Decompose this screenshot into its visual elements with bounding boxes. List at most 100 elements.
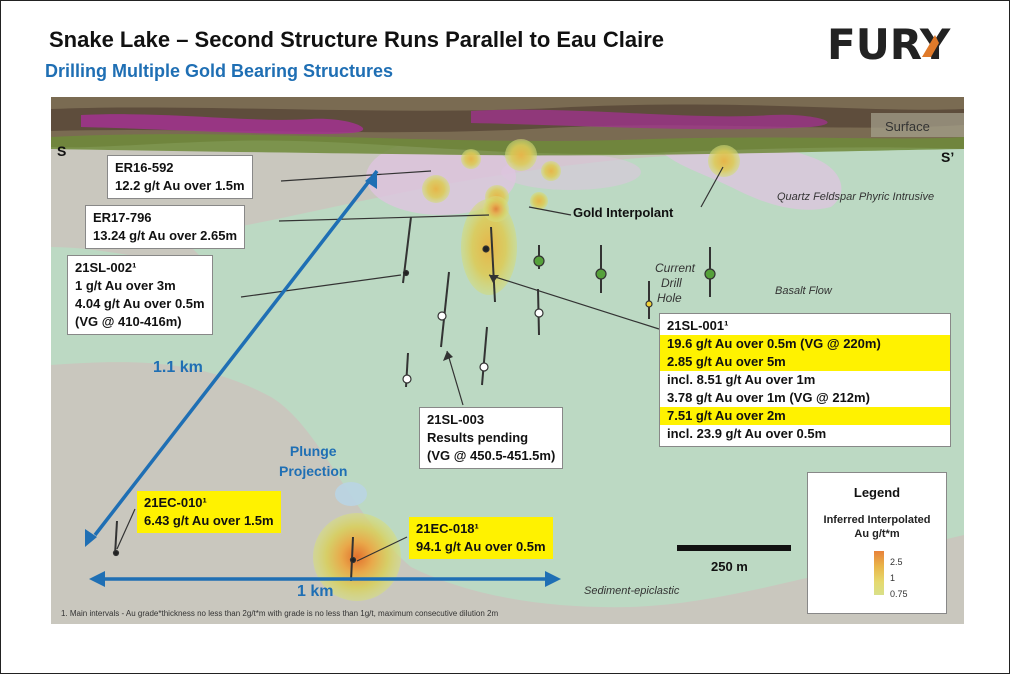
callout-line: 4.04 g/t Au over 0.5m	[75, 296, 205, 311]
callout-er16-592: ER16-592 12.2 g/t Au over 1.5m	[107, 155, 253, 199]
legend-title: Legend	[853, 485, 901, 500]
leader-ec018	[356, 536, 408, 562]
callout-line: 3.78 g/t Au over 1m (VG @ 212m)	[667, 390, 870, 405]
callout-line: 6.43 g/t Au over 1.5m	[144, 513, 274, 528]
horizontal-arrow-right	[545, 571, 561, 587]
leader-qfp	[700, 166, 724, 208]
scale-bar-250m	[677, 545, 791, 551]
diagonal-scale-label: 1.1 km	[153, 359, 203, 376]
surface-label-box	[871, 113, 964, 137]
legend: Legend Inferred Interpolated Au g/t*m 2.…	[807, 472, 947, 614]
callout-line: 1 g/t Au over 3m	[75, 278, 176, 293]
hole-marker-black	[402, 269, 410, 277]
gold-blob-main	[461, 199, 517, 295]
callout-line: 12.2 g/t Au over 1.5m	[115, 178, 245, 193]
current-drill-hole-label-line: Current	[655, 261, 696, 275]
plunge-label-line: Projection	[279, 463, 348, 479]
legend-tick-label: 0.75	[890, 589, 908, 599]
footnote: 1. Main intervals - Au grade*thickness n…	[61, 609, 499, 618]
legend-subtitle-line: Au g/t*m	[854, 528, 900, 540]
callout-line: (VG @ 450.5-451.5m)	[427, 448, 556, 463]
surface-label: Surface	[885, 119, 930, 134]
current-drill-hole-label-line: Drill	[661, 276, 682, 290]
hole-marker-white	[479, 362, 489, 372]
plunge-projection-label: Plunge Projection	[279, 441, 347, 481]
callout-21ec-010: 21EC-010¹ 6.43 g/t Au over 1.5m	[137, 491, 281, 533]
callout-hole-id: ER16-592	[115, 160, 174, 175]
callout-hole-id: 21SL-002¹	[75, 260, 137, 275]
fury-logo-mark: FURY	[827, 20, 951, 69]
drill-hole	[481, 326, 488, 386]
callout-line-highlighted: 2.85 g/t Au over 5m	[660, 353, 950, 371]
callout-21sl-001: 21SL-001¹ 19.6 g/t Au over 0.5m (VG @ 22…	[659, 313, 951, 447]
plunge-label-line: Plunge	[289, 443, 337, 459]
leader-ec010	[116, 508, 136, 550]
logo-accent-shape	[922, 35, 939, 57]
sediment-label: Sediment-epiclastic	[584, 585, 680, 597]
hole-marker-black	[112, 549, 120, 557]
basalt-flow-label: Basalt Flow	[775, 285, 832, 297]
cross-section: Surface S S’ Quartz Feldspar Phyric Intr…	[51, 97, 964, 624]
diagonal-scale-line	[93, 169, 379, 537]
gold-blob	[461, 149, 481, 169]
leader-er17	[278, 214, 490, 222]
plunge-projection-shape	[335, 482, 367, 506]
hole-marker-black	[482, 245, 490, 253]
drill-hole	[440, 271, 450, 348]
callout-line: 94.1 g/t Au over 0.5m	[416, 539, 546, 554]
callout-21sl-002: 21SL-002¹ 1 g/t Au over 3m 4.04 g/t Au o…	[67, 255, 213, 335]
horizontal-arrow-left	[89, 571, 105, 587]
surface-band-magenta	[81, 114, 364, 135]
leader-sl001	[488, 274, 660, 330]
surface-band-green	[51, 134, 964, 156]
hole-marker-white	[402, 374, 412, 384]
basalt-flow-unit	[51, 147, 964, 608]
callout-hole-id: 21EC-018¹	[416, 521, 479, 536]
qfp-intrusive-label: Quartz Feldspar Phyric Intrusive	[777, 191, 935, 203]
arrow-head	[489, 275, 499, 283]
gold-blob	[530, 192, 548, 210]
surface-band-magenta-2	[471, 109, 828, 130]
current-drill-hole-label-line: Hole	[657, 291, 682, 305]
hole-marker-white	[534, 308, 544, 318]
callout-21sl-003: 21SL-003 Results pending (VG @ 450.5-451…	[419, 407, 564, 469]
callout-21ec-018: 21EC-018¹ 94.1 g/t Au over 0.5m	[409, 517, 553, 559]
callout-hole-id: ER17-796	[93, 210, 152, 225]
gold-interpolant-label: Gold Interpolant	[573, 205, 674, 220]
drill-hole	[114, 520, 118, 556]
gold-blob	[708, 145, 740, 177]
callout-line: (VG @ 410-416m)	[75, 314, 182, 329]
hole-marker-black	[349, 556, 357, 564]
hole-marker-yellow	[645, 300, 653, 308]
callout-line: incl. 8.51 g/t Au over 1m	[667, 372, 816, 387]
callout-line: Results pending	[427, 430, 529, 445]
callout-er17-796: ER17-796 13.24 g/t Au over 2.65m	[85, 205, 246, 249]
hole-marker-white	[437, 311, 447, 321]
legend-color-ramp	[874, 551, 884, 595]
gold-blob	[422, 175, 450, 203]
hole-marker-green	[595, 268, 607, 280]
leader-gold	[528, 206, 572, 216]
callout-hole-id: 21SL-003	[427, 412, 485, 427]
leader-sl003	[446, 350, 464, 406]
cross-section-graphic	[51, 97, 964, 608]
leader-er16	[280, 170, 432, 182]
diagonal-arrow-head	[365, 171, 377, 189]
callout-hole-id: 21EC-010¹	[144, 495, 207, 510]
horizontal-scale-label: 1 km	[297, 583, 334, 600]
callout-line: 13.24 g/t Au over 2.65m	[93, 228, 238, 243]
gold-blob	[505, 139, 537, 171]
gold-blob	[483, 196, 509, 222]
callout-line-highlighted: 7.51 g/t Au over 2m	[660, 407, 950, 425]
current-drill-hole-label: Current Drill Hole	[655, 261, 695, 306]
hole-markers	[112, 245, 716, 564]
leader-sl002	[240, 274, 402, 298]
hole-marker-green	[533, 255, 545, 267]
page-title: Snake Lake – Second Structure Runs Paral…	[49, 27, 665, 52]
diagonal-arrow-tail	[85, 529, 97, 547]
section-right-label: S’	[941, 149, 955, 165]
gold-blob	[541, 161, 561, 181]
callout-hole-id: 21SL-001¹	[667, 318, 729, 333]
callout-line-highlighted: 19.6 g/t Au over 0.5m (VG @ 220m)	[660, 335, 950, 353]
legend-subtitle: Inferred Interpolated Au g/t*m	[808, 513, 946, 541]
